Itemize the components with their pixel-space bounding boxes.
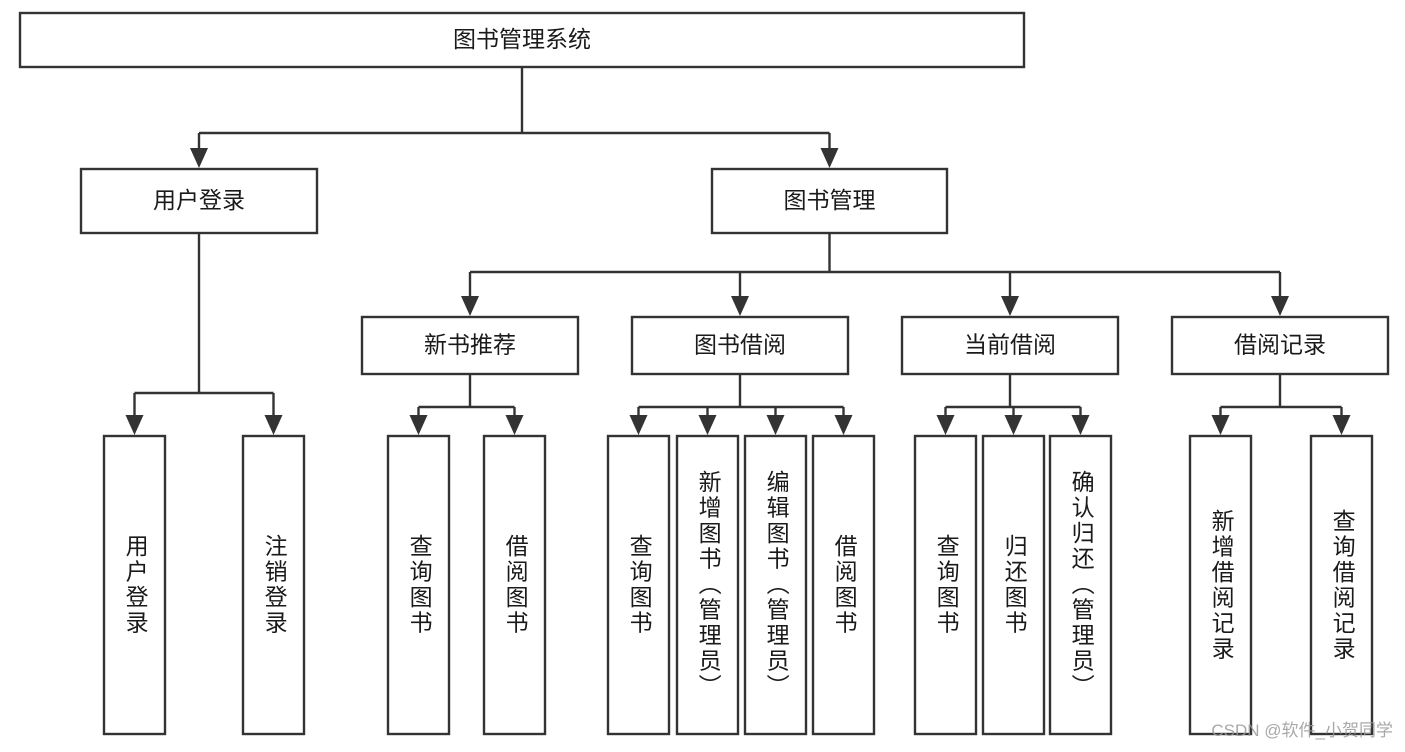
connector-arrowhead [125, 415, 144, 435]
connector-arrowhead [190, 148, 208, 168]
node-new-book-recommend-rect[interactable] [360, 315, 580, 376]
connector-arrowhead [1001, 296, 1019, 316]
node-leaf-logout-login[interactable] [241, 434, 306, 736]
node-leaf-add-book[interactable] [675, 434, 740, 736]
connector-arrowhead [409, 415, 428, 435]
node-current-borrow[interactable]: 当前借阅 [900, 315, 1120, 376]
node-leaf-add-record-rect[interactable] [1188, 434, 1253, 736]
node-leaf-borrow-book-1-rect[interactable] [482, 434, 547, 736]
node-user-login-rect[interactable] [79, 167, 319, 235]
node-current-borrow-label: 当前借阅 [964, 332, 1056, 358]
node-borrow-record-rect[interactable] [1170, 315, 1390, 376]
node-leaf-query-book-3[interactable] [913, 434, 978, 736]
node-leaf-borrow-book-1[interactable] [482, 434, 547, 736]
node-leaf-user-login-rect[interactable] [102, 434, 167, 736]
node-leaf-query-book-3-rect[interactable] [913, 434, 978, 736]
node-book-borrow-label: 图书借阅 [694, 332, 786, 358]
node-leaf-query-record[interactable] [1309, 434, 1374, 736]
connector-arrowhead [731, 296, 749, 316]
node-leaf-return-book[interactable] [981, 434, 1046, 736]
node-book-manage[interactable]: 图书管理 [710, 167, 949, 235]
connector-arrowhead [629, 415, 648, 435]
connector-arrowhead [264, 415, 283, 435]
connector-arrowhead [505, 415, 524, 435]
node-leaf-query-book-2-rect[interactable] [606, 434, 671, 736]
connector-arrowhead [461, 296, 479, 316]
node-leaf-query-record-rect[interactable] [1309, 434, 1374, 736]
connector-arrowhead [766, 415, 785, 435]
node-book-manage-rect[interactable] [710, 167, 949, 235]
node-new-book-recommend-label: 新书推荐 [424, 332, 516, 358]
node-borrow-record[interactable]: 借阅记录 [1170, 315, 1390, 376]
csdn-watermark: CSDN @软件_小贺同学 [1211, 721, 1393, 740]
node-leaf-confirm-return-rect[interactable] [1048, 434, 1113, 736]
node-user-login[interactable]: 用户登录 [79, 167, 319, 235]
node-new-book-recommend[interactable]: 新书推荐 [360, 315, 580, 376]
node-leaf-query-book-2[interactable] [606, 434, 671, 736]
node-leaf-borrow-book-2-rect[interactable] [811, 434, 876, 736]
node-leaf-query-book-1[interactable] [386, 434, 451, 736]
node-leaf-edit-book-rect[interactable] [743, 434, 808, 736]
node-leaf-confirm-return[interactable] [1048, 434, 1113, 736]
node-root-label: 图书管理系统 [453, 26, 591, 52]
node-leaf-query-book-1-rect[interactable] [386, 434, 451, 736]
connector-arrowhead [1271, 296, 1289, 316]
connector-arrowhead [936, 415, 955, 435]
connector-arrowhead [1071, 415, 1090, 435]
connector-arrowhead [1211, 415, 1230, 435]
node-leaf-add-book-rect[interactable] [675, 434, 740, 736]
node-leaf-borrow-book-2[interactable] [811, 434, 876, 736]
connector-arrowhead [1004, 415, 1023, 435]
node-book-manage-label: 图书管理 [784, 187, 876, 213]
node-book-borrow-rect[interactable] [630, 315, 850, 376]
node-user-login-label: 用户登录 [153, 187, 245, 213]
connector-arrowhead [834, 415, 853, 435]
connector-arrowhead [698, 415, 717, 435]
node-leaf-add-record[interactable] [1188, 434, 1253, 736]
connector-arrowhead [820, 148, 839, 168]
node-book-borrow[interactable]: 图书借阅 [630, 315, 850, 376]
connector-arrowhead [1332, 415, 1351, 435]
node-root-rect[interactable] [18, 11, 1026, 69]
node-root[interactable]: 图书管理系统 [18, 11, 1026, 69]
node-leaf-edit-book[interactable] [743, 434, 808, 736]
node-leaf-logout-login-rect[interactable] [241, 434, 306, 736]
node-leaf-return-book-rect[interactable] [981, 434, 1046, 736]
node-leaf-user-login[interactable] [102, 434, 167, 736]
connector-layer [125, 67, 1351, 435]
node-borrow-record-label: 借阅记录 [1234, 332, 1326, 358]
node-current-borrow-rect[interactable] [900, 315, 1120, 376]
